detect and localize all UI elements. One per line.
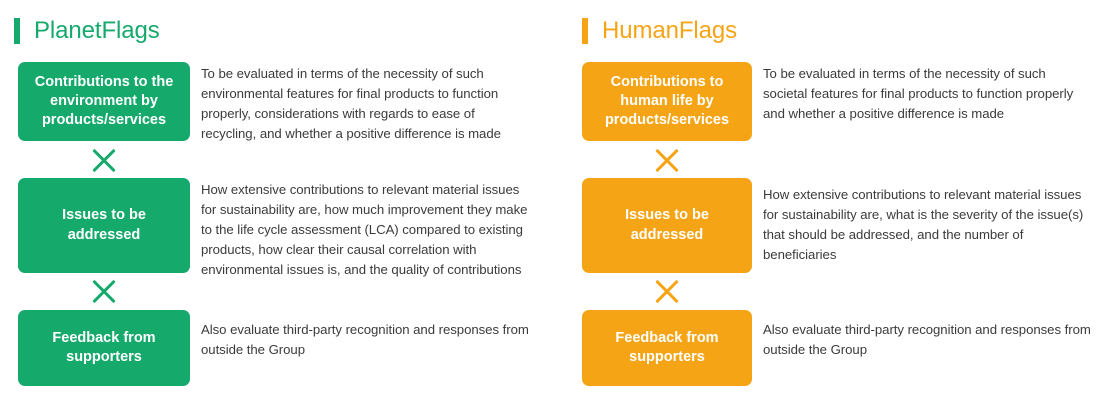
box-issues-to-be-addressed-human[interactable]: Issues to be addressed (582, 178, 752, 273)
vertical-bar-icon (582, 18, 588, 44)
multiplication-x-icon (87, 143, 121, 177)
description-issues-to-be-addressed-planet: How extensive contributions to relevant … (201, 182, 528, 278)
multiplication-x-icon (87, 274, 121, 308)
description-feedback-from-supporters-planet: Also evaluate third-party recognition an… (201, 322, 529, 358)
planetflags-heading: PlanetFlags (14, 16, 160, 46)
column-planetflags: PlanetFlags Contributions to the environ… (14, 16, 529, 386)
box-issues-to-be-addressed-planet[interactable]: Issues to be addressed (18, 178, 190, 273)
description-issues-to-be-addressed-human: How extensive contributions to relevant … (763, 187, 1084, 263)
page-title-planetflags: PlanetFlags (34, 17, 160, 44)
box-feedback-from-supporters-planet[interactable]: Feedback from supporters (18, 310, 190, 386)
box-contributions-environment[interactable]: Contributions to the environment by prod… (18, 62, 190, 141)
description-contributions-environment: To be evaluated in terms of the necessit… (201, 66, 501, 142)
box-feedback-from-supporters-human[interactable]: Feedback from supporters (582, 310, 752, 386)
humanflags-heading: HumanFlags (582, 16, 737, 46)
description-contributions-human-life: To be evaluated in terms of the necessit… (763, 66, 1074, 122)
page-title-humanflags: HumanFlags (602, 17, 738, 44)
description-feedback-from-supporters-human: Also evaluate third-party recognition an… (763, 322, 1091, 358)
multiplication-x-icon (650, 143, 684, 177)
multiplication-x-icon (650, 274, 684, 308)
vertical-bar-icon (14, 18, 20, 44)
column-humanflags: HumanFlags Contributions to human life b… (563, 0, 1100, 401)
box-contributions-human-life[interactable]: Contributions to human life by products/… (582, 62, 752, 141)
